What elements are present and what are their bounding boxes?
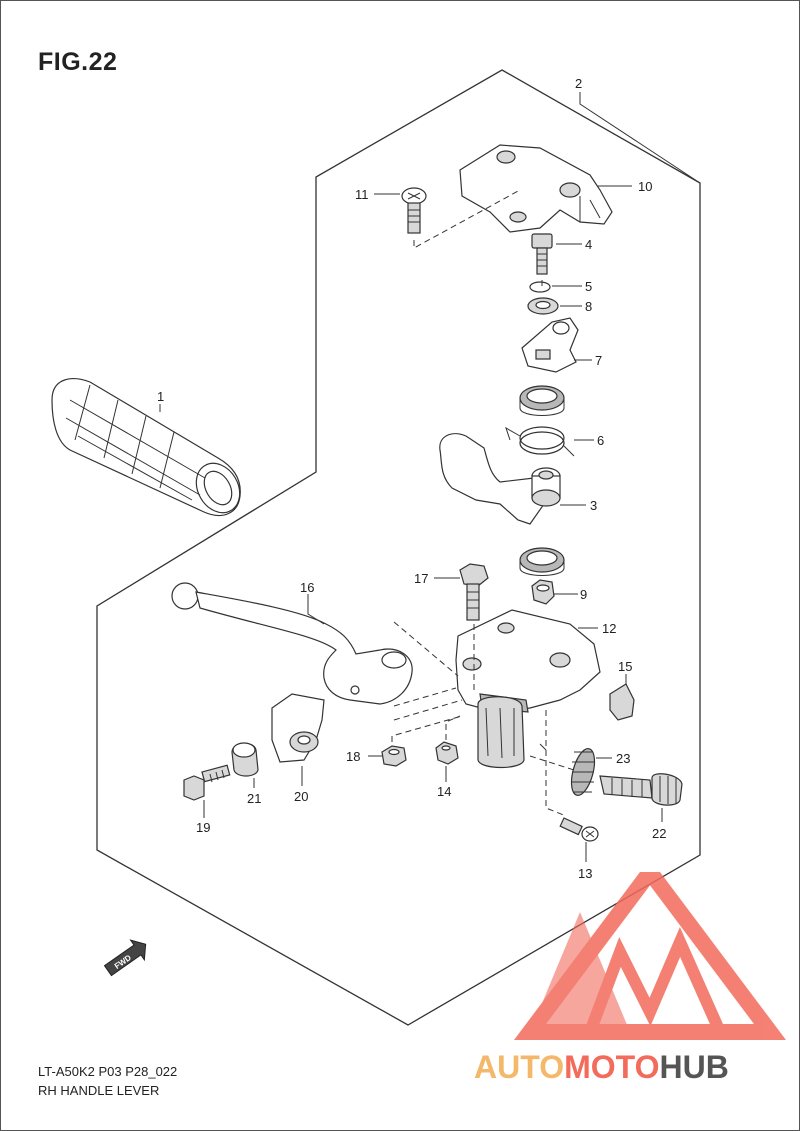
callout-6: 6	[597, 433, 604, 448]
callout-4: 4	[585, 237, 592, 252]
part-18-nut[interactable]	[381, 745, 407, 767]
part-22-adjuster-bolt[interactable]	[599, 773, 683, 806]
callout-3: 3	[590, 498, 597, 513]
part-3-throttle-lever[interactable]	[439, 433, 561, 525]
part-14-nut[interactable]	[435, 741, 459, 765]
callout-labels: 2 1 11 10 4 5 8 7 6 3 9 17 12 16 15 18 1…	[157, 76, 666, 881]
watermark-logo-icon	[514, 872, 786, 1040]
part-4-bolt[interactable]	[531, 233, 553, 275]
callout-23: 23	[616, 751, 630, 766]
callout-11: 11	[355, 187, 369, 202]
part-8-washer[interactable]	[527, 297, 559, 315]
callout-22: 22	[652, 826, 666, 841]
part-21-spacer[interactable]	[231, 742, 259, 777]
part-13-screw[interactable]	[559, 817, 599, 842]
figure-title: FIG.22	[38, 48, 118, 76]
model-code: LT-A50K2 P03 P28_022	[38, 1064, 178, 1079]
callout-8: 8	[585, 299, 592, 314]
part-1-grip[interactable]	[51, 378, 248, 521]
bushing-ring-lower[interactable]	[519, 547, 565, 576]
part-5-washer[interactable]	[529, 281, 551, 293]
callout-20: 20	[294, 789, 308, 804]
bushing-ring-upper[interactable]	[519, 385, 565, 416]
callout-7: 7	[595, 353, 602, 368]
callout-5: 5	[585, 279, 592, 294]
callout-9: 9	[580, 587, 587, 602]
callout-16: 16	[300, 580, 314, 595]
callout-13: 13	[578, 866, 592, 881]
part-19-bolt[interactable]	[183, 764, 231, 801]
callout-17: 17	[414, 571, 428, 586]
part-12-lever-holder[interactable]	[455, 609, 601, 713]
part-20-clamp[interactable]	[271, 693, 325, 763]
part-6-spring[interactable]	[505, 426, 575, 457]
callout-1: 1	[157, 389, 164, 404]
diagram-footer: LT-A50K2 P03 P28_022 RH HANDLE LEVER	[38, 1062, 177, 1100]
callout-21: 21	[247, 791, 261, 806]
callout-leaders	[159, 92, 701, 862]
part-16-brake-lever[interactable]	[171, 582, 413, 705]
part-11-screw[interactable]	[401, 187, 427, 234]
part-7-plate[interactable]	[521, 317, 579, 373]
callout-18: 18	[346, 749, 360, 764]
diagram-caption: RH HANDLE LEVER	[38, 1083, 160, 1098]
part-17-bolt[interactable]	[459, 563, 489, 621]
callout-2: 2	[575, 76, 582, 91]
callout-15: 15	[618, 659, 632, 674]
callout-12: 12	[602, 621, 616, 636]
fwd-arrow-icon: FWD	[103, 939, 147, 977]
part-15-collar[interactable]	[609, 683, 635, 721]
handlebar-clamp[interactable]	[477, 696, 525, 769]
assembly-outline	[96, 69, 701, 1026]
part-23-adjuster-nut[interactable]	[567, 746, 599, 798]
callout-19: 19	[196, 820, 210, 835]
callout-14: 14	[437, 784, 451, 799]
alignment-lines	[391, 189, 575, 817]
part-10-bracket[interactable]	[459, 144, 613, 233]
callout-10: 10	[638, 179, 652, 194]
automotohub-watermark: AUTOMOTOHUB	[474, 872, 786, 1085]
watermark-brand-text: AUTOMOTOHUB	[474, 1049, 729, 1085]
part-9-nut[interactable]	[531, 579, 555, 605]
